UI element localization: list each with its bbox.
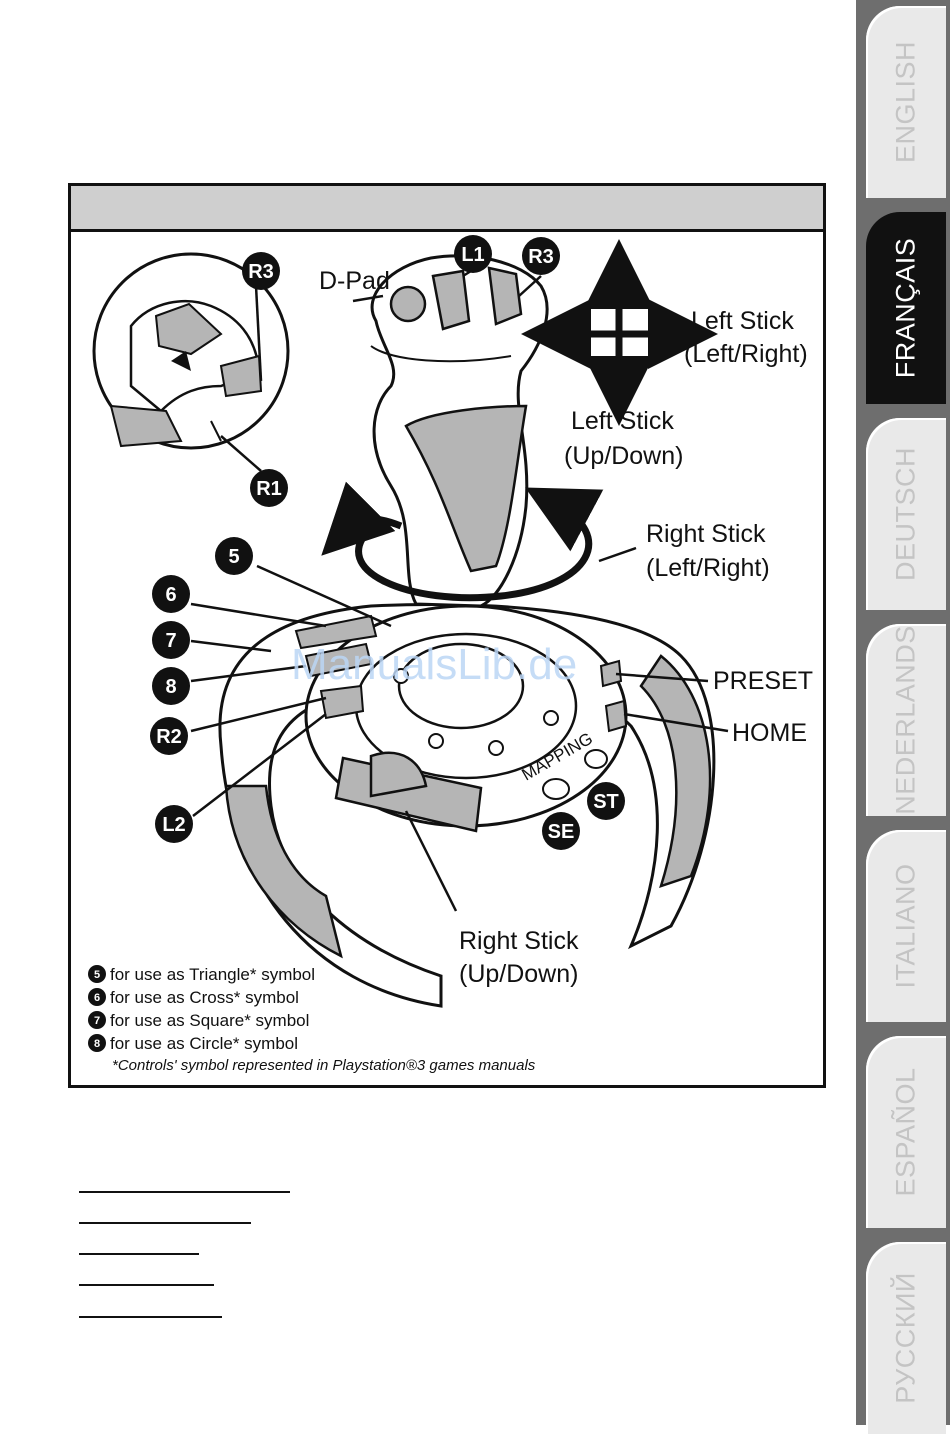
label-left-stick-ud-2: (Up/Down) <box>564 442 683 470</box>
joystick-illustration: R3 R1 L1 R3 5 6 7 8 R2 L2 SE ST D-Pad <box>88 235 813 1074</box>
legend-item-8: for use as Circle* symbol <box>110 1034 298 1053</box>
watermark: ManualsLib.de <box>291 640 577 689</box>
label-right-stick-lr-1: Right Stick <box>646 520 766 548</box>
legend-footnote: *Controls' symbol represented in Playsta… <box>112 1057 536 1074</box>
label-right-stick-lr-2: (Left/Right) <box>646 554 770 582</box>
label-right-stick-ud-1: Right Stick <box>459 927 579 955</box>
badge-l1: L1 <box>461 244 484 266</box>
label-home: HOME <box>732 719 807 747</box>
badge-r1: R1 <box>256 478 282 500</box>
tab-espanol[interactable]: ESPAÑOL <box>866 1036 946 1228</box>
label-left-stick-lr-2: (Left/Right) <box>684 340 808 368</box>
tab-english[interactable]: ENGLISH <box>866 6 946 198</box>
joystick-figure: R3 R1 L1 R3 5 6 7 8 R2 L2 SE ST D-Pad <box>68 183 826 1088</box>
svg-text:7: 7 <box>94 1015 100 1027</box>
label-dpad: D-Pad <box>319 267 390 295</box>
badge-6: 6 <box>165 584 176 606</box>
blank-line-4 <box>79 1284 214 1286</box>
tab-russian[interactable]: РУССКИЙ <box>866 1242 946 1434</box>
badge-r3-inset: R3 <box>248 261 274 283</box>
figure-header-band <box>71 186 823 232</box>
blank-line-5 <box>79 1316 222 1318</box>
badge-st: ST <box>593 791 619 813</box>
legend-item-7: for use as Square* symbol <box>110 1011 309 1030</box>
label-left-stick-ud-1: Left Stick <box>571 407 674 435</box>
svg-text:8: 8 <box>94 1038 100 1050</box>
svg-text:5: 5 <box>94 969 100 981</box>
leader-lines <box>190 269 729 912</box>
label-left-stick-lr-1: Left Stick <box>691 307 794 335</box>
badge-r2: R2 <box>156 726 182 748</box>
twist-arrow-icon <box>355 487 604 602</box>
tab-deutsch[interactable]: DEUTSCH <box>866 418 946 610</box>
badges: R3 R1 L1 R3 5 6 7 8 R2 L2 SE ST <box>150 235 625 850</box>
badge-r3: R3 <box>528 246 554 268</box>
badge-5: 5 <box>228 546 239 568</box>
tab-francais[interactable]: FRANÇAIS <box>866 212 946 404</box>
tab-nederlands[interactable]: NEDERLANDS <box>866 624 946 816</box>
joystick-base <box>218 602 716 1008</box>
badge-7: 7 <box>165 630 176 652</box>
label-preset: PRESET <box>713 667 813 695</box>
direction-cross-icon <box>521 239 718 426</box>
twist-arrow-left-icon <box>321 481 403 556</box>
blank-line-1 <box>79 1191 290 1193</box>
badge-8: 8 <box>165 676 176 698</box>
joystick-stick <box>370 254 549 608</box>
inset-detail <box>92 252 290 450</box>
legend-item-5: for use as Triangle* symbol <box>110 965 315 984</box>
svg-text:6: 6 <box>94 992 100 1004</box>
legend: 5 for use as Triangle* symbol 6 for use … <box>88 965 536 1074</box>
legend-item-6: for use as Cross* symbol <box>110 988 299 1007</box>
badge-se: SE <box>548 821 575 843</box>
blank-line-3 <box>79 1253 199 1255</box>
badge-l2: L2 <box>162 814 185 836</box>
blank-line-2 <box>79 1222 251 1224</box>
tab-italiano[interactable]: ITALIANO <box>866 830 946 1022</box>
label-right-stick-ud-2: (Up/Down) <box>459 960 578 988</box>
